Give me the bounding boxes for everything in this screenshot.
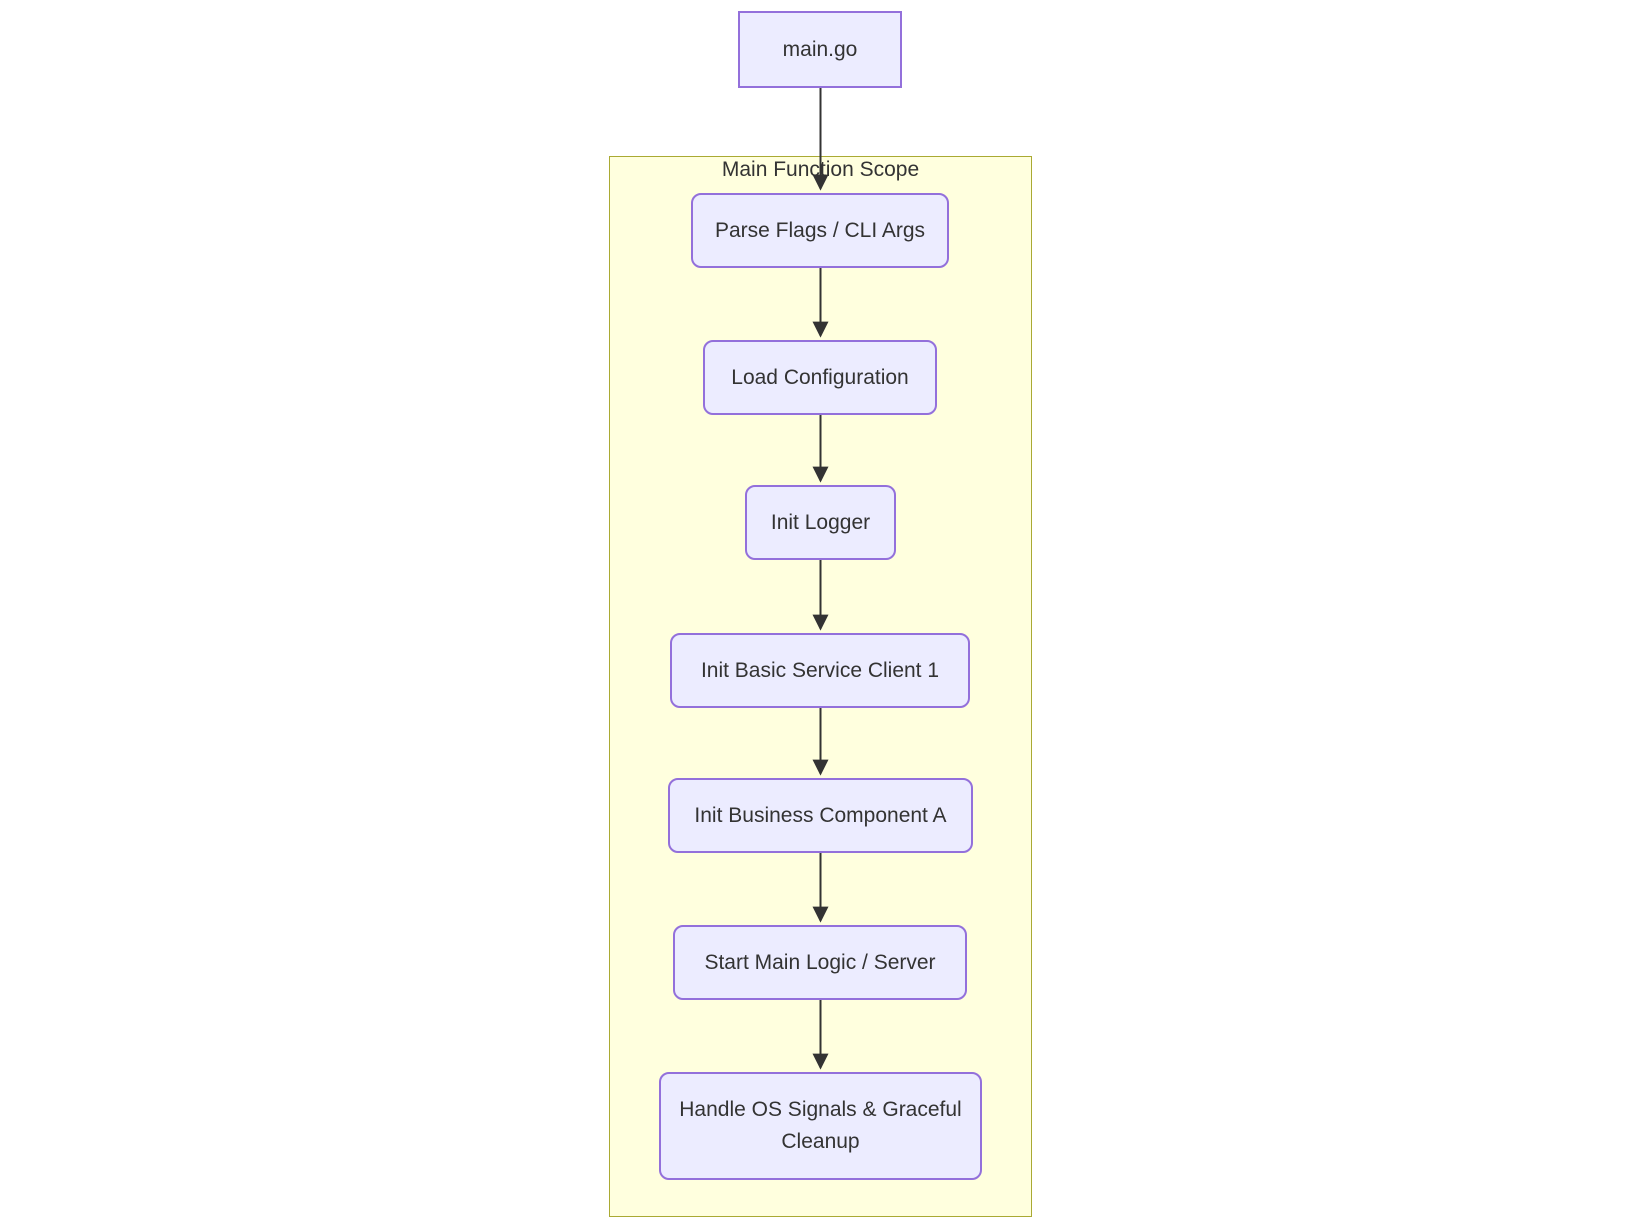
node-label: Start Main Logic / Server: [704, 950, 936, 974]
node-label: Load Configuration: [731, 365, 909, 389]
node-load-configuration: Load Configuration: [703, 340, 937, 415]
node-init-business-component: Init Business Component A: [668, 778, 973, 853]
node-label: Parse Flags / CLI Args: [714, 218, 926, 242]
node-label: Init Basic Service Client 1: [700, 658, 940, 682]
node-init-logger: Init Logger: [745, 485, 896, 560]
node-label: main.go: [782, 37, 858, 61]
subgraph-title: Main Function Scope: [721, 158, 920, 181]
node-label: Init Logger: [770, 510, 871, 534]
node-main-go: main.go: [738, 11, 902, 88]
node-start-main-logic: Start Main Logic / Server: [673, 925, 967, 1000]
node-label: Handle OS Signals & Graceful Cleanup: [679, 1098, 962, 1153]
node-handle-os-signals: Handle OS Signals & Graceful Cleanup: [659, 1072, 982, 1180]
node-parse-flags: Parse Flags / CLI Args: [691, 193, 949, 268]
node-label: Init Business Component A: [694, 803, 947, 827]
node-init-basic-service-client: Init Basic Service Client 1: [670, 633, 970, 708]
